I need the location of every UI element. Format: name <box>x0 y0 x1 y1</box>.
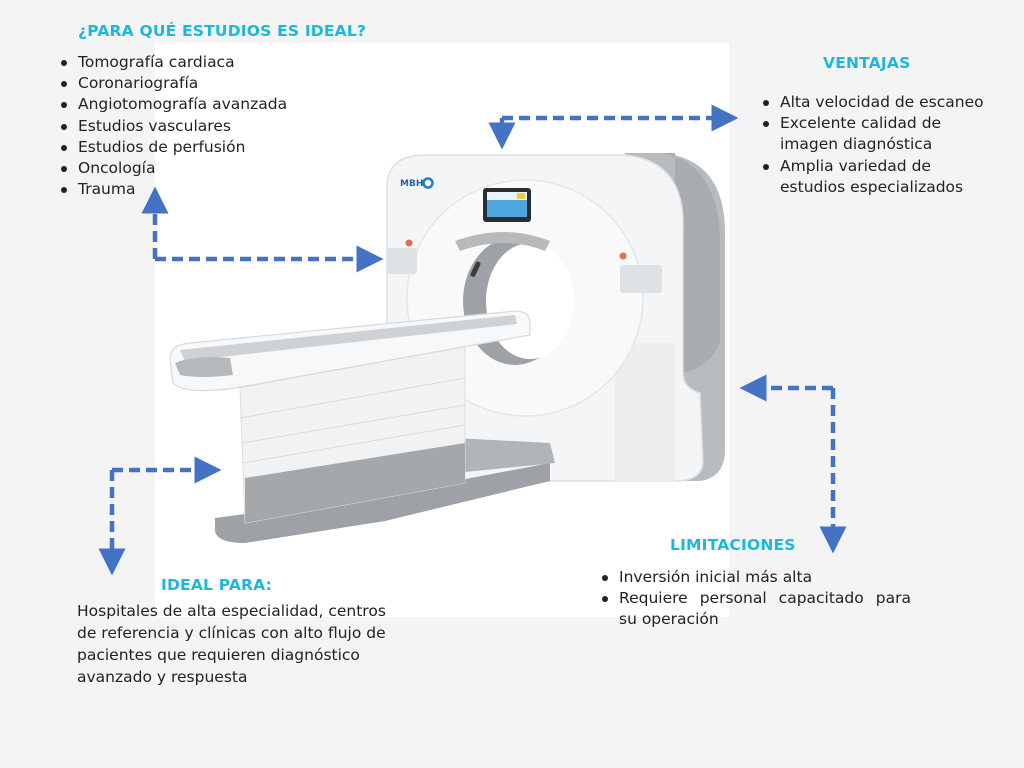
list-item: Amplia variedad de estudios especializad… <box>760 156 995 198</box>
studies-list: Tomografía cardiaca Coronariografía Angi… <box>58 52 287 200</box>
list-item: Excelente calidad de imagen diagnóstica <box>760 113 960 155</box>
list-item: Alta velocidad de escaneo <box>760 92 1010 113</box>
list-item: Trauma <box>58 179 287 200</box>
list-item: Inversión inicial más alta <box>599 567 911 588</box>
ideal-for-text: Hospitales de alta especialidad, centros… <box>77 602 386 686</box>
list-item: Angiotomografía avanzada <box>58 94 287 115</box>
ideal-for-heading: IDEAL PARA: <box>161 576 273 594</box>
ct-scanner-illustration: MBH <box>169 153 725 543</box>
list-item: Tomografía cardiaca <box>58 52 287 73</box>
studies-heading: ¿PARA QUÉ ESTUDIOS ES IDEAL? <box>78 22 367 40</box>
list-item: Requiere personal capacitado para su ope… <box>599 588 911 630</box>
list-item: Estudios de perfusión <box>58 137 287 158</box>
advantages-list: Alta velocidad de escaneo Excelente cali… <box>760 92 1010 198</box>
ct-scanner-image: MBH <box>155 43 729 617</box>
advantages-heading: VENTAJAS <box>823 54 911 72</box>
svg-text:MBH: MBH <box>400 179 423 189</box>
list-item: Estudios vasculares <box>58 116 287 137</box>
limitations-heading: LIMITACIONES <box>670 536 796 554</box>
list-item: Coronariografía <box>58 73 287 94</box>
limitations-list: Inversión inicial más alta Requiere pers… <box>599 567 911 631</box>
list-item: Oncología <box>58 158 287 179</box>
